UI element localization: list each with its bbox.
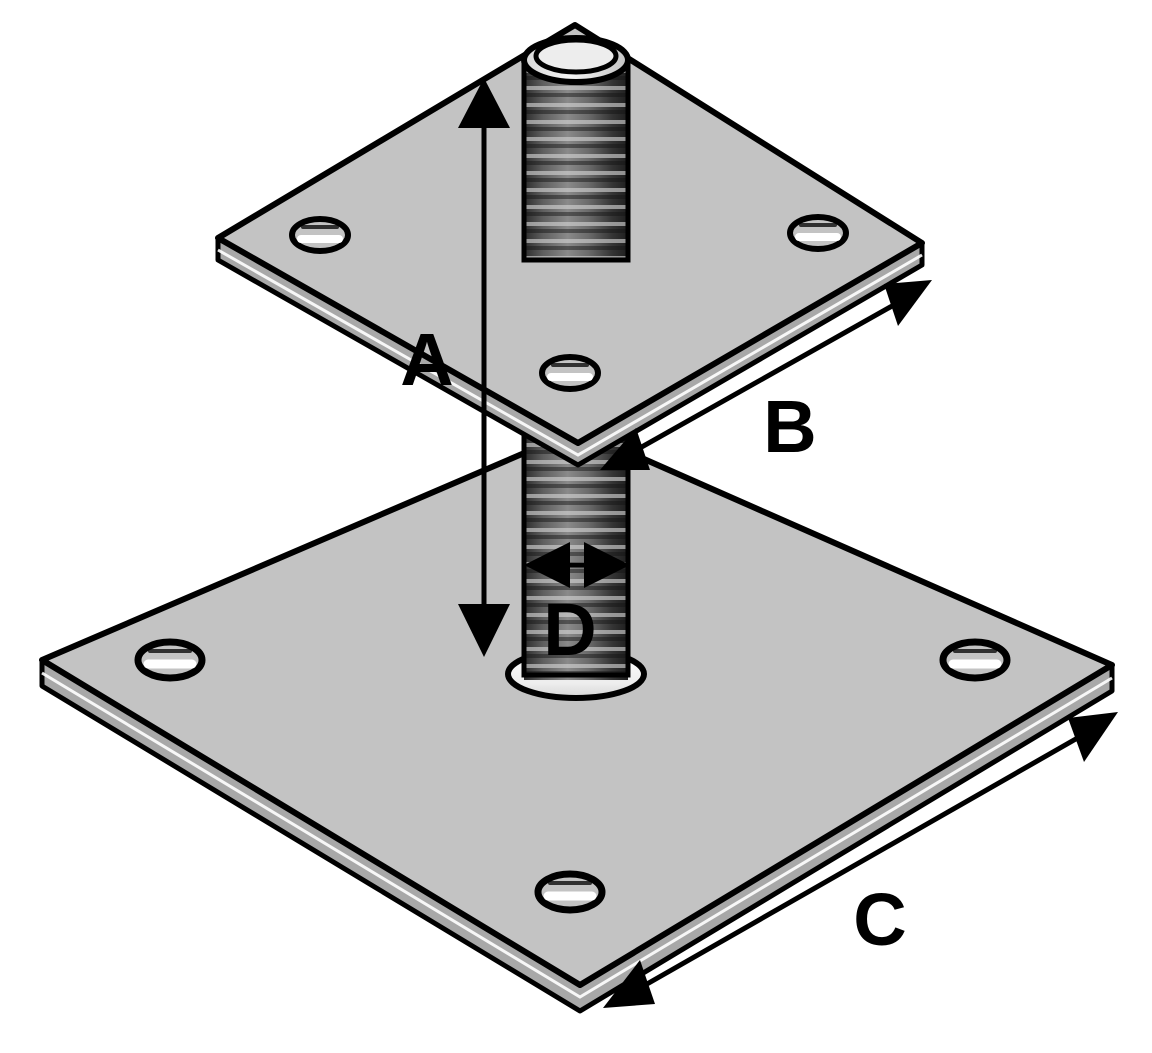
- dimension-d-arrowhead-left: [524, 542, 570, 588]
- dimension-c-arrowhead-right: [1068, 712, 1118, 762]
- upper-plate-hole-left: [289, 216, 351, 254]
- upper-plate-hole-front: [539, 354, 601, 392]
- lower-plate-bevel-highlight: [41, 671, 1113, 999]
- rod-top-bore: [533, 37, 619, 75]
- lower-plate-face: [39, 427, 1115, 988]
- dimension-d-arrowhead-right: [584, 542, 630, 588]
- upper-plate-hole-right: [787, 214, 849, 252]
- dimension-b-label: B: [763, 385, 816, 468]
- lower-plate-hole-left: [134, 638, 206, 682]
- dimension-b-line: [622, 294, 910, 460]
- dimension-a-arrowhead-bottom: [458, 604, 510, 657]
- threaded-rod-upper-segment: [521, 35, 631, 263]
- dimension-c: C: [603, 712, 1118, 1008]
- dimension-d-label: D: [543, 588, 596, 671]
- lower-plate-hole-front: [534, 870, 606, 914]
- dimension-a: A: [400, 78, 510, 657]
- dimension-d: D: [524, 542, 630, 671]
- dimension-b-arrowhead-upper: [884, 280, 932, 326]
- dimension-c-label: C: [853, 878, 906, 961]
- dimension-c-line: [638, 729, 1090, 991]
- dimension-a-label: A: [400, 318, 453, 401]
- lower-plate: [39, 427, 1115, 1014]
- lower-plate-hole-right: [939, 638, 1011, 682]
- dimension-b-arrowhead-lower: [600, 428, 650, 470]
- upper-plate-bevel-highlight: [217, 248, 923, 457]
- dimension-b: B: [600, 280, 932, 470]
- dimension-a-arrowhead-top: [458, 78, 510, 128]
- dimension-c-arrowhead-left: [603, 960, 655, 1008]
